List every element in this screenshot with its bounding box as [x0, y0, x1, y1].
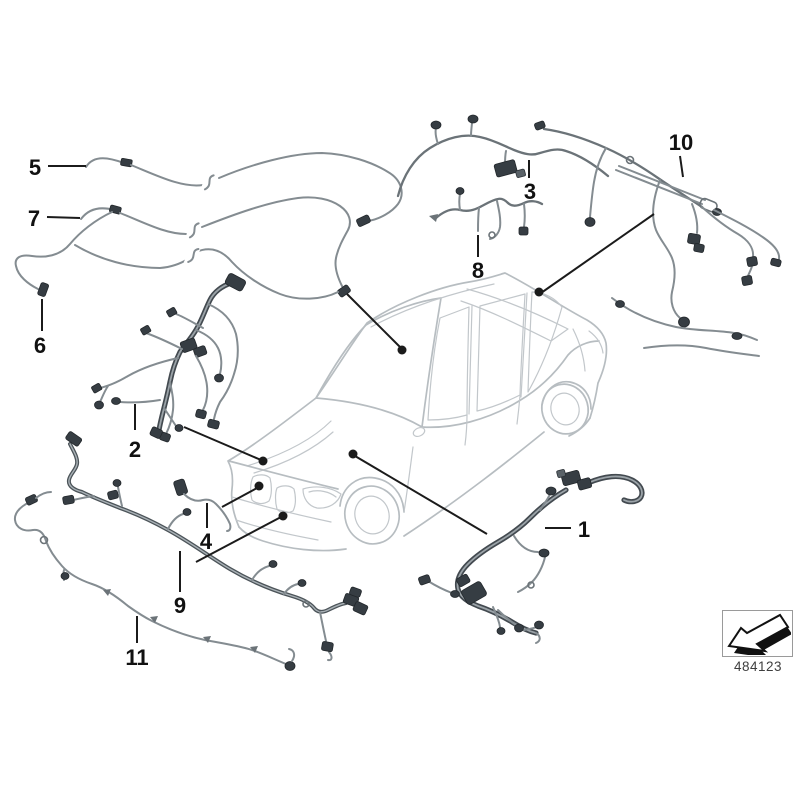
callout-label-8[interactable]: 8 [472, 258, 484, 283]
leader-line [346, 293, 402, 349]
callout-label-2[interactable]: 2 [129, 437, 141, 462]
side-mirror [412, 426, 426, 438]
quarter-window [527, 291, 563, 393]
harness-1 [418, 469, 645, 644]
rail [615, 165, 706, 205]
leader-line [540, 213, 655, 294]
callout-label-5[interactable]: 5 [29, 155, 41, 180]
hose-connector [337, 284, 351, 298]
leader-dot [278, 511, 288, 521]
callout-label-10[interactable]: 10 [669, 130, 693, 155]
callout-label-7[interactable]: 7 [28, 206, 40, 231]
leader-line [195, 516, 282, 563]
harness-10 [534, 120, 782, 357]
callout-layer: 1 2 3 4 5 6 7 8 9 10 11 [28, 130, 693, 670]
callout-label-4[interactable]: 4 [200, 529, 213, 554]
callout-line-7 [46, 216, 81, 219]
door-window-front [427, 306, 470, 421]
direction-indicator-box [722, 610, 793, 658]
leader-dot [258, 456, 268, 466]
leader-line [221, 487, 258, 508]
taillight [572, 328, 604, 372]
harness-4 [173, 478, 232, 532]
callout-label-11[interactable]: 11 [125, 645, 148, 670]
harness-5 [85, 152, 403, 227]
leader-dot [254, 481, 264, 491]
cable-break-marks [183, 172, 216, 267]
door-window-rear [476, 293, 526, 412]
callout-label-1[interactable]: 1 [578, 517, 590, 542]
leader-dot [397, 345, 407, 355]
leader-dot [534, 287, 544, 297]
front-wheel [343, 485, 401, 545]
harness-9 [62, 431, 369, 662]
leader-line [183, 426, 262, 461]
car-outline [227, 272, 608, 552]
callout-label-6[interactable]: 6 [34, 333, 46, 358]
pointer-layer [183, 213, 655, 563]
harness-8 [429, 187, 544, 240]
sensor-connector [173, 478, 188, 496]
kidney-grille [250, 474, 296, 514]
part-number: 484123 [733, 659, 783, 674]
direction-arrow-icon [727, 613, 792, 658]
harness-2 [91, 273, 246, 443]
callout-label-3[interactable]: 3 [524, 179, 536, 204]
hose-connector [356, 214, 371, 227]
transmission-harness-connector [560, 470, 582, 486]
rear-wheel [540, 383, 590, 435]
harness-6 [14, 211, 113, 297]
callout-label-9[interactable]: 9 [174, 593, 186, 618]
harness-11 [13, 491, 296, 671]
leader-dot [348, 449, 358, 459]
windshield [315, 297, 442, 428]
callout-line-10 [679, 155, 684, 178]
harness-3 [396, 114, 610, 198]
engine-harness-connector [224, 273, 246, 292]
rear-glass [460, 288, 569, 342]
leader-line [354, 455, 488, 535]
roof-harness-connector [493, 159, 518, 178]
headlight [302, 486, 342, 509]
hose-nozzle [37, 282, 49, 297]
harness-7 [74, 196, 351, 300]
